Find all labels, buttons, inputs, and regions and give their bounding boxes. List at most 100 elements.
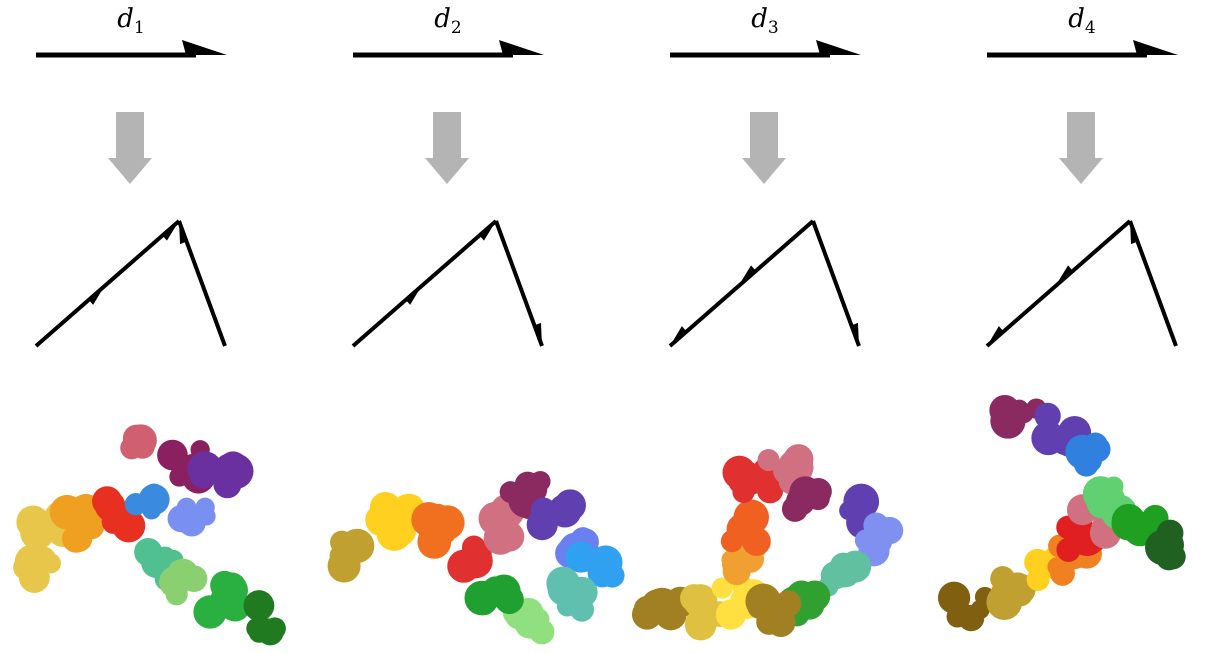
fractal-tile xyxy=(747,594,772,619)
column-1-generator xyxy=(34,40,227,348)
fractal-tile xyxy=(554,489,586,521)
column-label-3: d3 xyxy=(751,4,779,39)
fractal-tile xyxy=(1157,525,1176,544)
fractal-tile xyxy=(711,577,733,599)
down-arrow-shaft xyxy=(1067,112,1095,158)
fractal-tile xyxy=(167,558,199,591)
fractal-tile xyxy=(143,483,165,506)
down-arrow-icon xyxy=(742,158,786,184)
column-2-fractal xyxy=(327,471,625,645)
segment-1b-arrowhead xyxy=(739,265,756,285)
segment-1b-arrowhead xyxy=(162,221,179,241)
fractal-tile xyxy=(721,554,743,575)
fractal-tile xyxy=(424,503,451,530)
generator-segment-1 xyxy=(351,219,498,348)
column-4-fractal xyxy=(937,394,1186,632)
column-3-fractal xyxy=(631,444,904,641)
fractal-tile xyxy=(720,530,744,553)
fractal-tile xyxy=(531,497,557,523)
generator-segment-2 xyxy=(494,220,544,347)
fractal-tile xyxy=(13,555,38,580)
column-4-generator xyxy=(985,40,1178,348)
fractal-tile xyxy=(76,511,105,540)
column-1-fractal xyxy=(13,424,286,646)
fractal-tile xyxy=(197,506,216,526)
fractal-tile xyxy=(369,491,402,524)
down-arrow-shaft xyxy=(116,112,144,158)
top-arrow-head xyxy=(182,40,227,55)
down-arrow-shaft xyxy=(433,112,461,158)
fractal-tile xyxy=(187,451,223,487)
segment-1b-arrowhead xyxy=(1056,265,1073,285)
fractal-tile xyxy=(957,604,985,632)
segment-1a-arrowhead xyxy=(405,285,422,305)
fractal-tile xyxy=(216,574,248,607)
segment-2-arrowhead xyxy=(851,322,859,346)
fractal-tile xyxy=(861,524,893,556)
fractal-tile xyxy=(384,515,417,547)
fractal-tile xyxy=(155,546,176,567)
down-arrow-shaft xyxy=(750,112,778,158)
generator-segment-2 xyxy=(1128,220,1178,347)
fractal-tile xyxy=(22,517,44,538)
top-arrow-head xyxy=(1133,40,1178,55)
fractal-tile xyxy=(783,444,814,474)
segment-2-arrowhead xyxy=(1130,221,1138,245)
fractal-tile xyxy=(781,495,808,522)
segment-2-arrowhead xyxy=(534,322,542,346)
fractal-tile xyxy=(483,521,518,555)
generator-segment-1 xyxy=(668,219,815,348)
fractal-tile xyxy=(122,424,151,453)
fractal-tile xyxy=(167,504,195,533)
column-label-1: d1 xyxy=(117,4,145,39)
fractal-tile xyxy=(991,582,1010,601)
fractal-tile xyxy=(49,494,85,530)
fractal-tile xyxy=(530,471,551,492)
column-3-generator xyxy=(668,40,861,348)
fractal-tile xyxy=(631,599,663,630)
fractal-tile xyxy=(565,541,597,573)
fractal-tile xyxy=(742,527,771,556)
fractal-tile xyxy=(1013,402,1034,424)
fractal-tile xyxy=(1086,487,1118,519)
fractal-tile xyxy=(732,480,755,503)
segment-1b-arrowhead xyxy=(479,221,496,241)
down-arrow-icon xyxy=(108,158,152,184)
fractal-tile xyxy=(854,491,879,516)
fractal-tile xyxy=(157,439,188,471)
column-2-generator xyxy=(351,40,544,348)
fractal-tile xyxy=(1056,537,1081,562)
fractal-tile xyxy=(820,561,850,590)
generator-segment-2 xyxy=(177,220,227,347)
fractal-tile xyxy=(566,576,598,608)
fractal-tile xyxy=(1034,402,1061,430)
fractal-tile xyxy=(774,590,802,618)
segment-2-arrowhead xyxy=(179,221,187,245)
fractal-tile xyxy=(461,535,486,560)
fractal-tile xyxy=(757,448,780,472)
fractal-tile xyxy=(213,470,242,499)
fractal-tile xyxy=(142,500,162,520)
segment-1a-arrowhead xyxy=(88,285,105,305)
fractal-tile xyxy=(799,580,831,612)
fractal-tile xyxy=(339,528,375,564)
segment-1a-arrowhead xyxy=(670,326,687,346)
fractal-tile xyxy=(193,595,227,629)
fractal-tile xyxy=(1026,568,1050,592)
generator-segment-1 xyxy=(34,219,181,348)
fractal-tile xyxy=(169,466,190,487)
down-arrow-icon xyxy=(425,158,469,184)
fractal-tile xyxy=(134,538,163,567)
fractal-tile xyxy=(594,546,617,569)
fractal-tile xyxy=(683,584,718,619)
generator-segment-1 xyxy=(985,219,1132,348)
fractal-tile xyxy=(1084,436,1111,463)
fractal-tile xyxy=(101,512,121,532)
fractal-tile xyxy=(92,486,123,517)
fractal-tile xyxy=(470,589,497,616)
generator-segment-2 xyxy=(811,220,861,347)
segment-1a-arrowhead xyxy=(987,326,1004,346)
top-arrow-head xyxy=(816,40,861,55)
fractal-tile xyxy=(246,617,268,639)
